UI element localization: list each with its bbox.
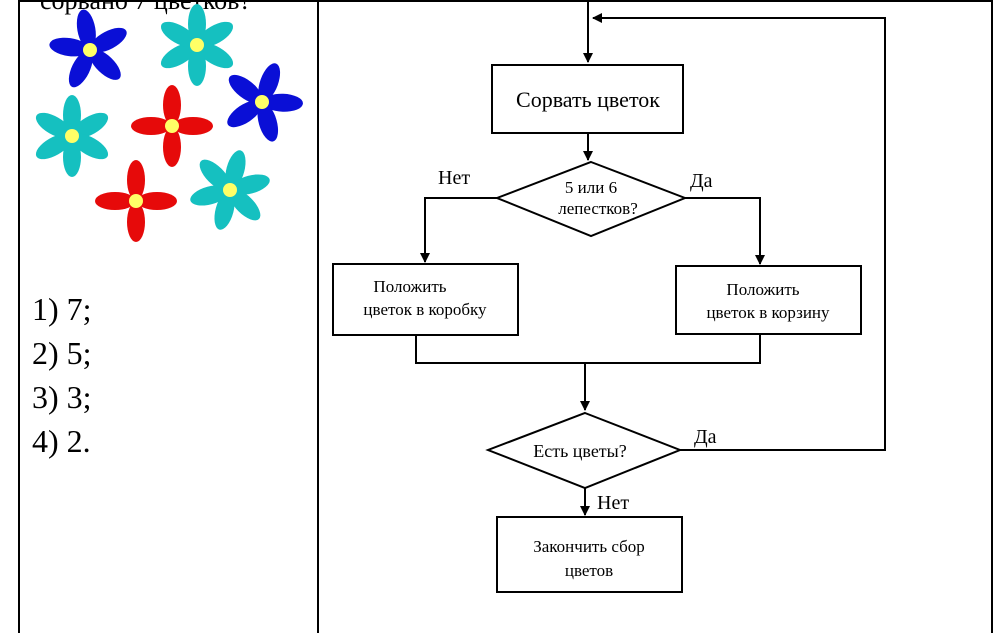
decision1-yes-label: Да xyxy=(690,170,713,192)
loop-back-arrow xyxy=(592,13,886,451)
answer-option-3[interactable]: 3) 3; xyxy=(32,379,92,415)
flowers-group xyxy=(35,4,303,242)
decision2-diamond xyxy=(485,411,683,490)
answer-option-1[interactable]: 1) 7; xyxy=(32,291,92,327)
flower-2 xyxy=(160,4,234,86)
arrow-yes-to-basket xyxy=(685,197,765,265)
left-box xyxy=(332,263,519,336)
arrow-no-to-box xyxy=(420,197,497,263)
flower-1 xyxy=(49,9,127,88)
column-divider xyxy=(317,0,319,633)
left-box-line1: Положить xyxy=(373,277,446,296)
flower-3 xyxy=(227,63,303,142)
right-box-line2: цветок в корзину xyxy=(706,303,830,322)
flower-5 xyxy=(131,85,213,167)
decision2-label: Есть цветы? xyxy=(533,441,627,461)
merge-line xyxy=(415,335,761,364)
decision1-line2: лепестков? xyxy=(558,199,638,218)
decision1-no-label: Нет xyxy=(438,167,470,189)
end-box-line2: цветов xyxy=(565,561,613,580)
decision1-line1: 5 или 6 xyxy=(565,178,617,197)
start-box xyxy=(491,64,684,134)
answer-options: 1) 7; 2) 5; 3) 3; 4) 2. xyxy=(32,287,92,463)
left-box-line2: цветок в коробку xyxy=(363,300,487,319)
decision1-diamond xyxy=(494,160,688,238)
answer-option-2[interactable]: 2) 5; xyxy=(32,335,92,371)
right-box xyxy=(675,265,862,335)
flower-4 xyxy=(35,95,109,177)
flower-6 xyxy=(95,160,177,242)
end-box xyxy=(496,516,683,593)
end-box-line1: Закончить сбор xyxy=(533,537,645,556)
right-box-line1: Положить xyxy=(726,280,799,299)
decision2-no-label: Нет xyxy=(597,492,629,514)
table-frame xyxy=(18,0,993,633)
start-box-label: Сорвать цветок xyxy=(516,87,660,112)
flower-7 xyxy=(190,150,270,230)
flowchart-connectors xyxy=(415,0,886,516)
decision2-yes-label: Да xyxy=(694,426,717,448)
answer-option-4[interactable]: 4) 2. xyxy=(32,423,91,459)
